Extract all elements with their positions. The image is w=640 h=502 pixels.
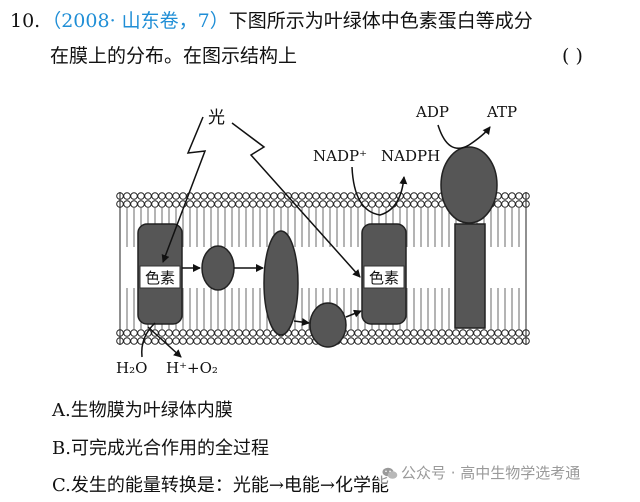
electron-flow-arrows	[182, 264, 362, 327]
watermark: 公众号 · 高中生物学选考通	[378, 462, 585, 483]
question-source: （2008· 山东卷，7）	[42, 10, 229, 32]
option-a[interactable]: A.生物膜为叶绿体内膜	[52, 400, 233, 421]
wechat-icon	[382, 467, 398, 479]
nadp-reduction-arrow	[351, 166, 408, 216]
atp-synthase-stalk	[454, 223, 486, 329]
question-number: 10.	[10, 10, 41, 32]
adp-label: ADP	[415, 103, 449, 121]
answer-parentheses: ( )	[562, 45, 583, 67]
products-label: H⁺+O₂	[166, 359, 218, 377]
water-splitting-arrows	[141, 322, 182, 358]
pigment-label-left: 色素	[145, 269, 175, 287]
question-stem-text: 下图所示为叶绿体中色素蛋白等成分	[228, 10, 533, 32]
electron-carrier-small	[201, 245, 235, 291]
pigment-label-right: 色素	[369, 269, 399, 287]
nadph-label: NADPH	[381, 147, 440, 165]
question-stem-line2: 在膜上的分布。在图示结构上	[50, 45, 298, 67]
water-label: H₂O	[116, 359, 147, 377]
question-stem-line1: 10.（2008· 山东卷，7）下图所示为叶绿体中色素蛋白等成分	[10, 9, 533, 33]
option-c[interactable]: C.发生的能量转换是：光能→电能→化学能	[52, 475, 390, 496]
electron-carrier-bottom	[309, 302, 347, 348]
membrane-proteins	[137, 146, 498, 348]
electron-carrier-large	[263, 230, 299, 336]
atp-synthesis-arrow	[437, 124, 491, 149]
light-rays	[161, 116, 361, 278]
atp-label: ATP	[486, 103, 517, 121]
thylakoid-membrane-diagram: 色素 色素 光 H₂O H⁺+O₂ NADP⁺ NADPH ADP ATP	[116, 103, 530, 377]
watermark-text: 公众号 · 高中生物学选考通	[401, 464, 581, 482]
light-label: 光	[208, 108, 225, 128]
atp-synthase-head	[440, 146, 498, 224]
nadp-label: NADP⁺	[313, 147, 367, 165]
option-b[interactable]: B.可完成光合作用的全过程	[52, 438, 269, 459]
